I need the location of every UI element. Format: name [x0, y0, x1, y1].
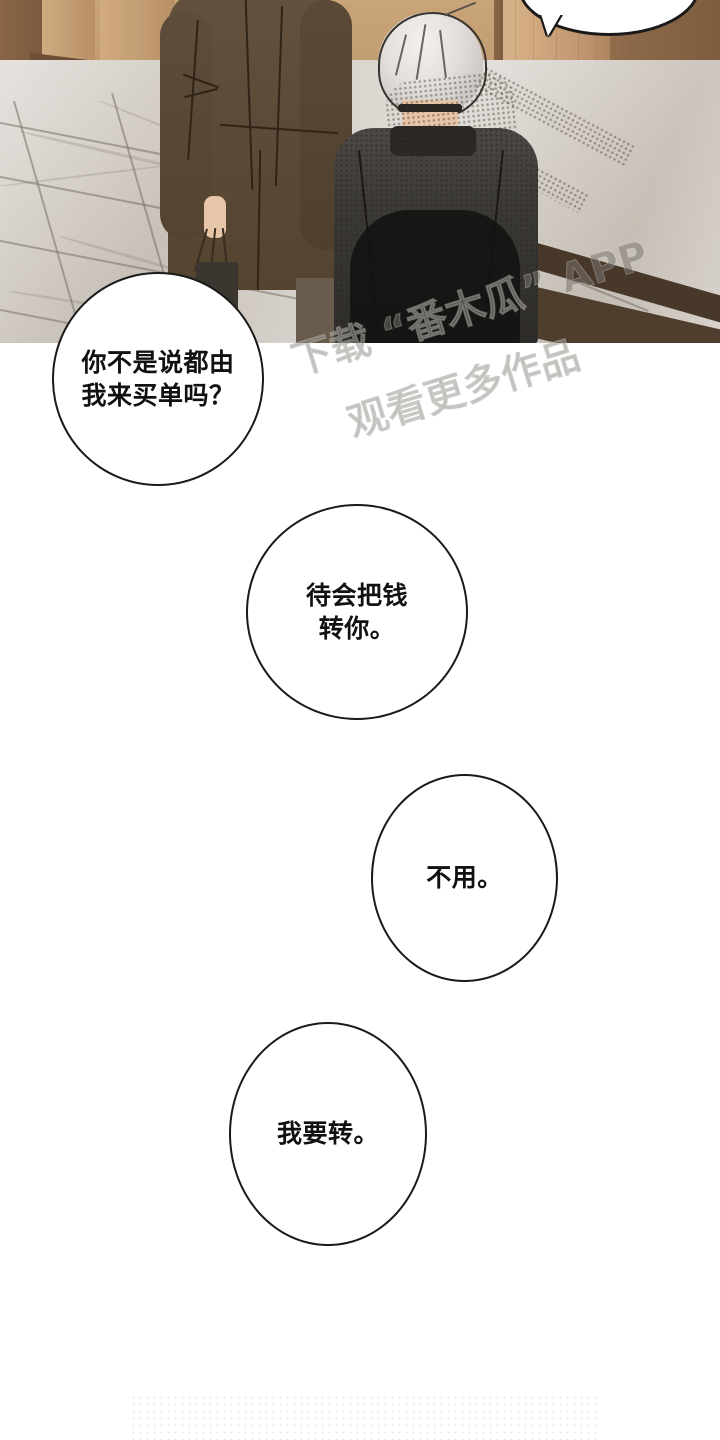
speech-bubble-4-text: 我要转。 — [276, 1119, 379, 1149]
speech-bubble-2-text: 待会把钱 转你。 — [305, 580, 408, 644]
comic-panel-corridor — [0, 0, 720, 343]
paper-grain-texture — [130, 1394, 600, 1440]
speech-bubble-2: 待会把钱 转你。 — [246, 504, 468, 720]
wall-shadow-strip — [0, 0, 42, 60]
speech-bubble-3-text: 不用。 — [426, 863, 503, 893]
speech-bubble-1: 你不是说都由 我来买单吗？ — [52, 272, 264, 486]
speech-bubble-4: 我要转。 — [229, 1022, 427, 1246]
speech-bubble-partial-tail — [541, 14, 561, 36]
figure-hand — [204, 196, 226, 238]
collar-line — [398, 104, 462, 112]
speech-bubble-1-text: 你不是说都由 我来买单吗？ — [81, 347, 235, 411]
speech-bubble-3: 不用。 — [371, 774, 558, 982]
figure-brown-coat-arm-left — [160, 10, 212, 240]
jacket-deep-shadow — [350, 210, 520, 343]
